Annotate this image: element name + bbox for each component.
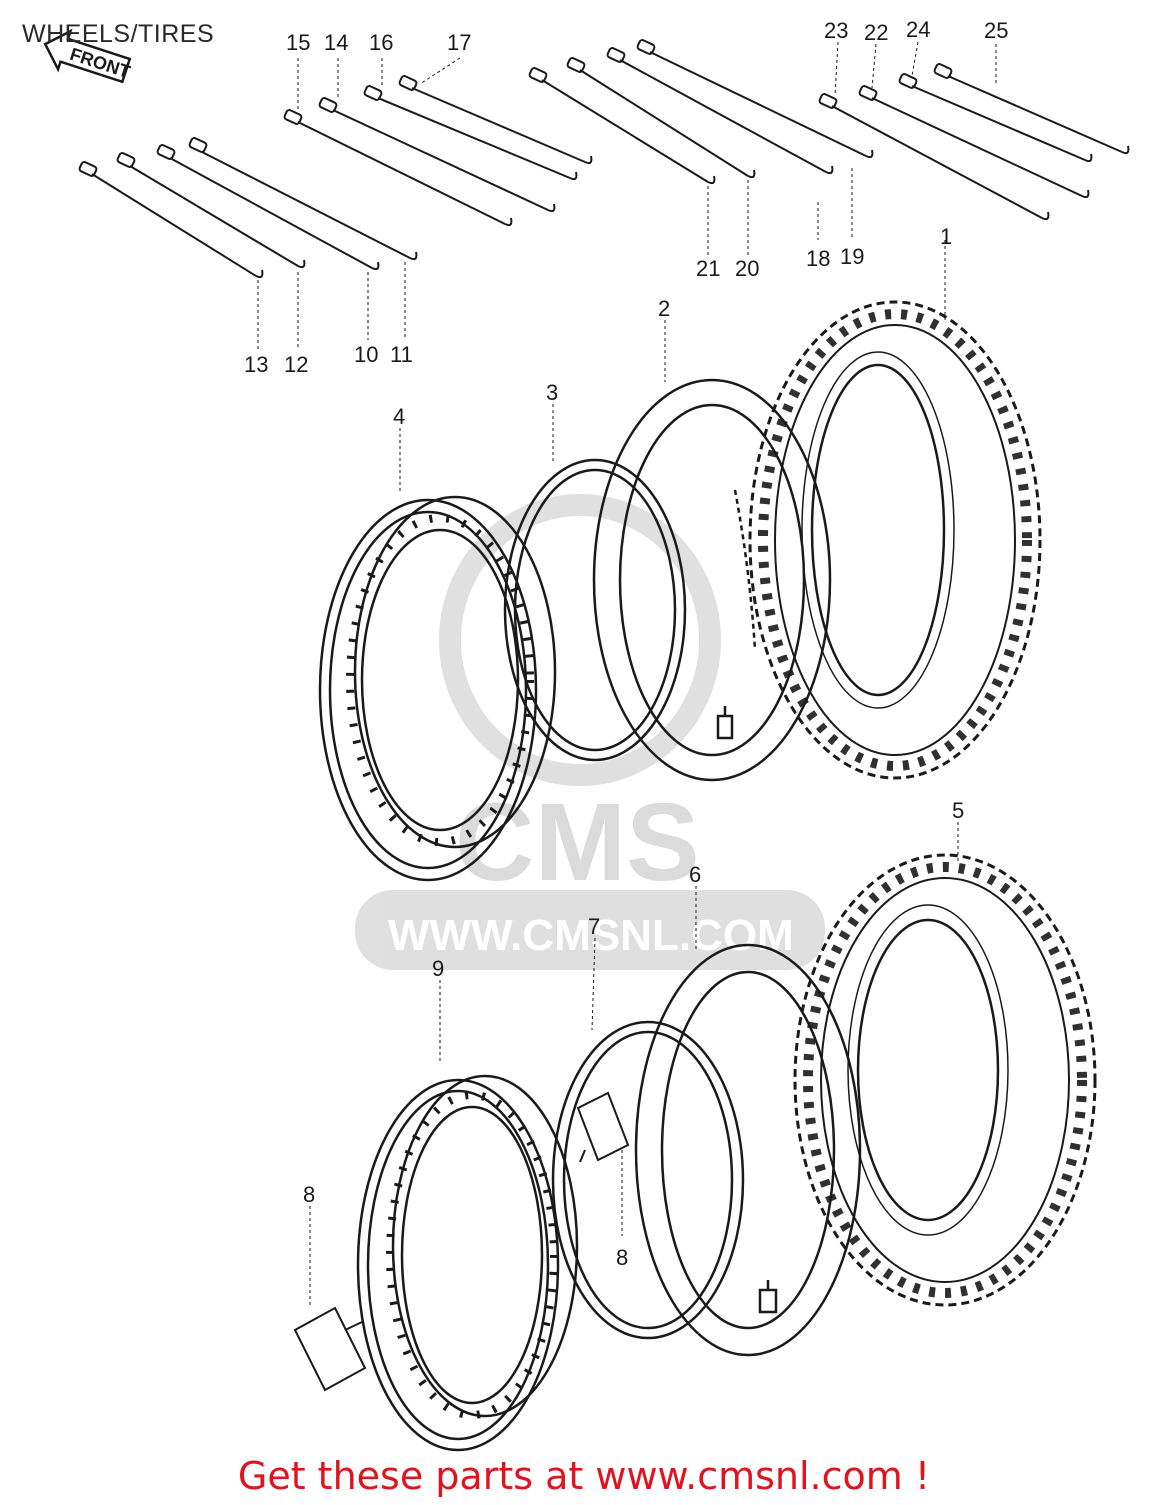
spoke-24 — [898, 73, 1093, 163]
valve-icon — [758, 1280, 778, 1314]
callout-17: 17 — [447, 30, 471, 55]
spoke-15 — [283, 109, 513, 227]
tire-5 — [793, 853, 1097, 1307]
callout-8-left: 8 — [303, 1182, 315, 1207]
callout-6: 6 — [689, 862, 701, 887]
callout-5: 5 — [952, 798, 964, 823]
spoke-12 — [116, 152, 306, 269]
rim-band-7 — [551, 1020, 745, 1340]
spoke-10 — [156, 144, 380, 271]
callout-11: 11 — [390, 342, 413, 367]
rim-lock-8b — [576, 1091, 630, 1163]
callout-12: 12 — [284, 352, 308, 377]
watermark-brand: CMS — [455, 781, 699, 904]
watermark-url: WWW.CMSNL.COM — [388, 911, 794, 960]
callout-19: 19 — [840, 244, 864, 269]
spoke-11 — [188, 137, 418, 261]
inner-tube-6 — [634, 943, 862, 1357]
tire-1 — [748, 300, 1042, 780]
rim-lock-8a — [293, 1306, 367, 1392]
callout-22: 22 — [864, 20, 888, 45]
spoke-14 — [318, 97, 556, 213]
callouts: 1 2 3 4 5 6 7 8 8 9 10 11 12 13 14 15 16… — [244, 17, 1008, 1270]
callout-7: 7 — [588, 914, 600, 939]
callout-13: 13 — [244, 352, 268, 377]
callout-4: 4 — [393, 404, 405, 429]
spoke-25 — [933, 63, 1130, 155]
callout-8-right: 8 — [616, 1245, 628, 1270]
callout-10: 10 — [354, 342, 378, 367]
callout-23: 23 — [824, 18, 848, 43]
spokes — [78, 39, 1130, 279]
rim-4 — [318, 495, 557, 882]
callout-20: 20 — [735, 256, 759, 281]
spoke-17 — [398, 75, 593, 165]
spoke-16 — [363, 85, 578, 181]
callout-24: 24 — [906, 17, 930, 42]
spoke-20 — [566, 57, 756, 179]
callout-2: 2 — [658, 296, 670, 321]
callout-9: 9 — [432, 956, 444, 981]
spoke-23 — [818, 93, 1050, 221]
spoke-19 — [636, 39, 874, 159]
callout-16: 16 — [369, 30, 393, 55]
callout-14: 14 — [324, 30, 348, 55]
spoke-18 — [606, 47, 834, 175]
diagram-title: WHEELS/TIRES — [22, 20, 215, 48]
spoke-22 — [858, 85, 1090, 199]
callout-3: 3 — [546, 380, 558, 405]
inner-tube-2 — [592, 378, 832, 782]
callout-15: 15 — [286, 30, 310, 55]
rim-9 — [356, 1074, 579, 1452]
callout-25: 25 — [984, 18, 1008, 43]
spoke-21 — [528, 67, 716, 185]
valve-icon — [716, 706, 734, 740]
callout-1: 1 — [940, 224, 952, 249]
leader-lines — [257, 41, 997, 1305]
parts-store-link[interactable]: Get these parts at www.cmsnl.com ! — [237, 1454, 931, 1498]
spoke-13 — [78, 161, 264, 279]
callout-21: 21 — [696, 256, 720, 281]
callout-18: 18 — [806, 246, 830, 271]
watermark: CMS WWW.CMSNL.COM — [355, 494, 825, 970]
